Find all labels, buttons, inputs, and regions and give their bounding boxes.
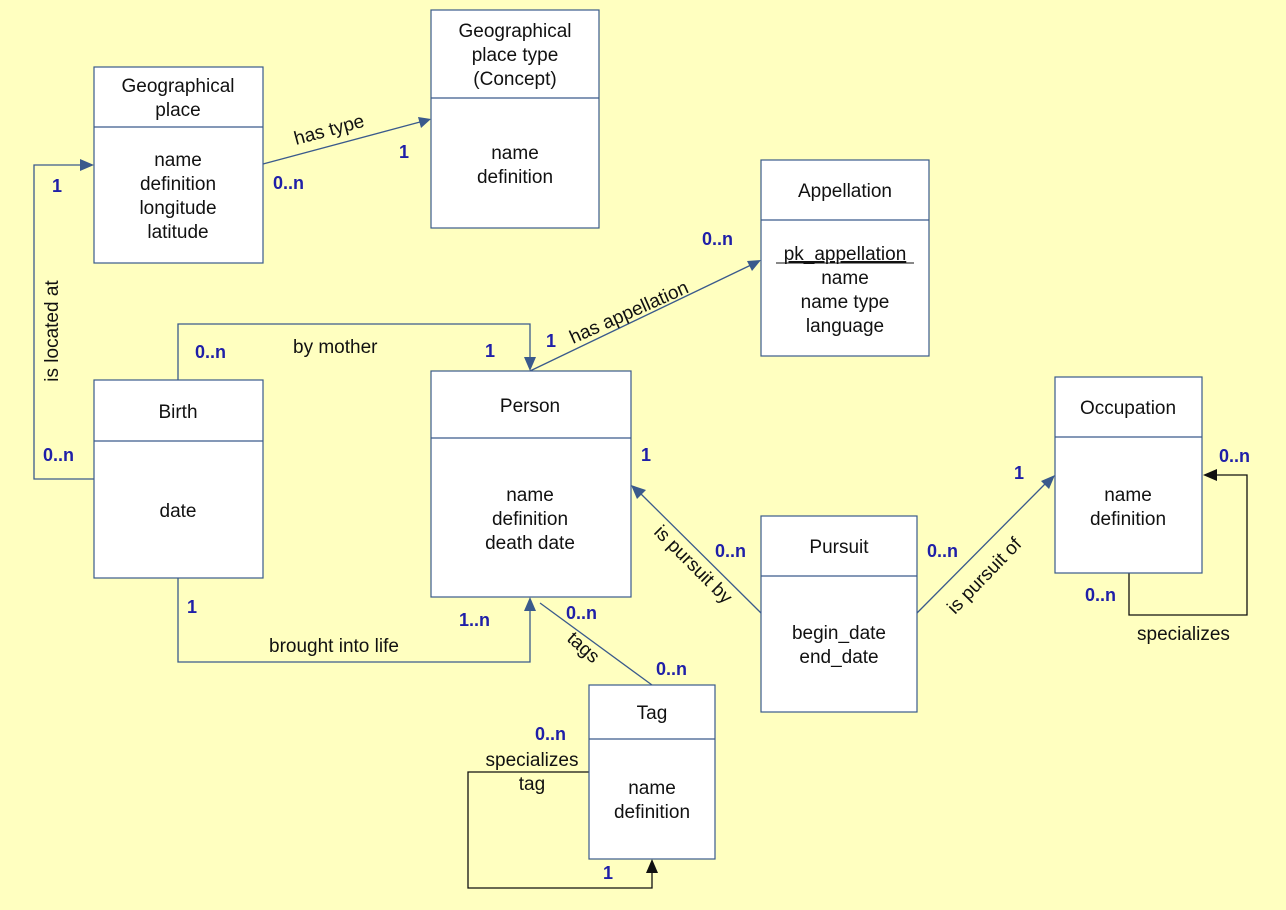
arrow-is-located-at [80, 159, 94, 171]
cardinality: 1 [485, 341, 495, 361]
entity-attribute: longitude [139, 198, 216, 219]
cardinality: 0..n [195, 342, 226, 362]
label-is-located-at: is located at [42, 280, 63, 382]
entity-title: Occupation [1080, 398, 1176, 419]
entity-title: Birth [158, 402, 197, 423]
entity-attribute: definition [492, 509, 568, 530]
cardinality: 1..n [459, 610, 490, 630]
entity-attribute: name [1104, 485, 1152, 506]
entity-title-line: Geographical [458, 21, 571, 42]
entity-title: Appellation [798, 181, 892, 202]
edge-has-type [262, 121, 421, 165]
entity-appellation[interactable]: Appellation pk_appellation name name typ… [760, 159, 930, 357]
label-by-mother: by mother [293, 337, 378, 358]
entity-title-line: place [155, 100, 200, 121]
label-specializes-tag-line: specializes [486, 750, 579, 771]
entity-attribute: end_date [799, 647, 878, 668]
entity-attribute: date [160, 501, 197, 522]
entity-title-line: (Concept) [473, 69, 556, 90]
entity-attribute: name [821, 268, 869, 289]
arrow-occupation-specializes [1203, 469, 1217, 481]
entity-title-line: place type [472, 45, 559, 66]
cardinality: 0..n [715, 541, 746, 561]
entity-attribute: latitude [147, 222, 208, 243]
arrow-is-pursuit-of [1041, 475, 1055, 489]
entity-attribute: definition [614, 802, 690, 823]
cardinality: 0..n [656, 659, 687, 679]
edge-occupation-specializes [1128, 474, 1248, 616]
cardinality: 0..n [927, 541, 958, 561]
cardinality: 1 [399, 142, 409, 162]
edge-specializes-tag [467, 771, 653, 889]
edge-is-located-at [33, 164, 94, 480]
entity-pursuit[interactable]: Pursuit begin_date end_date [760, 515, 918, 713]
label-specializes-tag-line: tag [519, 774, 545, 795]
entity-attribute: name type [801, 292, 890, 313]
cardinality: 1 [603, 863, 613, 883]
entity-title: Pursuit [809, 537, 869, 558]
cardinality: 0..n [273, 173, 304, 193]
cardinality: 1 [52, 176, 62, 196]
arrow-has-appellation [747, 260, 761, 271]
label-has-type: has type [292, 111, 367, 150]
edge-tags [539, 602, 653, 686]
arrow-has-type [418, 117, 431, 128]
entity-geographical-place[interactable]: Geographical place name definition longi… [93, 66, 264, 264]
entity-title: Person [500, 396, 560, 417]
label-brought-into-life: brought into life [269, 636, 399, 657]
arrow-specializes-tag [646, 859, 658, 873]
cardinality: 1 [1014, 463, 1024, 483]
entity-attribute: name [628, 778, 676, 799]
entity-attribute: definition [140, 174, 216, 195]
entity-attribute: definition [1090, 509, 1166, 530]
entity-birth[interactable]: Birth date [93, 379, 264, 579]
entity-attribute: definition [477, 167, 553, 188]
cardinality: 0..n [1085, 585, 1116, 605]
entity-attribute: name [506, 485, 554, 506]
cardinality: 0..n [702, 229, 733, 249]
entity-attribute: death date [485, 533, 575, 554]
arrow-is-pursuit-by [631, 485, 646, 499]
arrow-brought-into-life [524, 597, 536, 611]
cardinality: 0..n [43, 445, 74, 465]
cardinality: 1 [641, 445, 651, 465]
edge-has-appellation [529, 264, 752, 372]
edge-is-pursuit-of [916, 483, 1046, 614]
entity-occupation[interactable]: Occupation name definition [1054, 376, 1203, 574]
entity-key-attribute: pk_appellation [784, 244, 907, 265]
edge-brought-into-life [177, 578, 531, 663]
cardinality: 0..n [566, 603, 597, 623]
label-has-appellation: has appellation [566, 277, 691, 348]
entity-geographical-place-type[interactable]: Geographical place type (Concept) name d… [430, 9, 600, 229]
entity-attribute: name [154, 150, 202, 171]
label-is-pursuit-by: is pursuit by [649, 522, 736, 609]
entity-attribute: begin_date [792, 623, 886, 644]
entity-person[interactable]: Person name definition death date [430, 370, 632, 598]
cardinality: 0..n [535, 724, 566, 744]
entity-tag[interactable]: Tag name definition [588, 684, 716, 860]
arrow-by-mother [524, 357, 536, 371]
entity-title: Tag [637, 703, 668, 724]
cardinality: 1 [187, 597, 197, 617]
edge-by-mother [177, 323, 531, 380]
label-tags: tags [563, 628, 604, 668]
entity-attribute: name [491, 143, 539, 164]
cardinality: 1 [546, 331, 556, 351]
label-occupation-specializes: specializes [1137, 624, 1230, 645]
edge-is-pursuit-by [639, 492, 762, 614]
entity-title-line: Geographical [121, 76, 234, 97]
entity-attribute: language [806, 316, 884, 337]
cardinality: 0..n [1219, 446, 1250, 466]
